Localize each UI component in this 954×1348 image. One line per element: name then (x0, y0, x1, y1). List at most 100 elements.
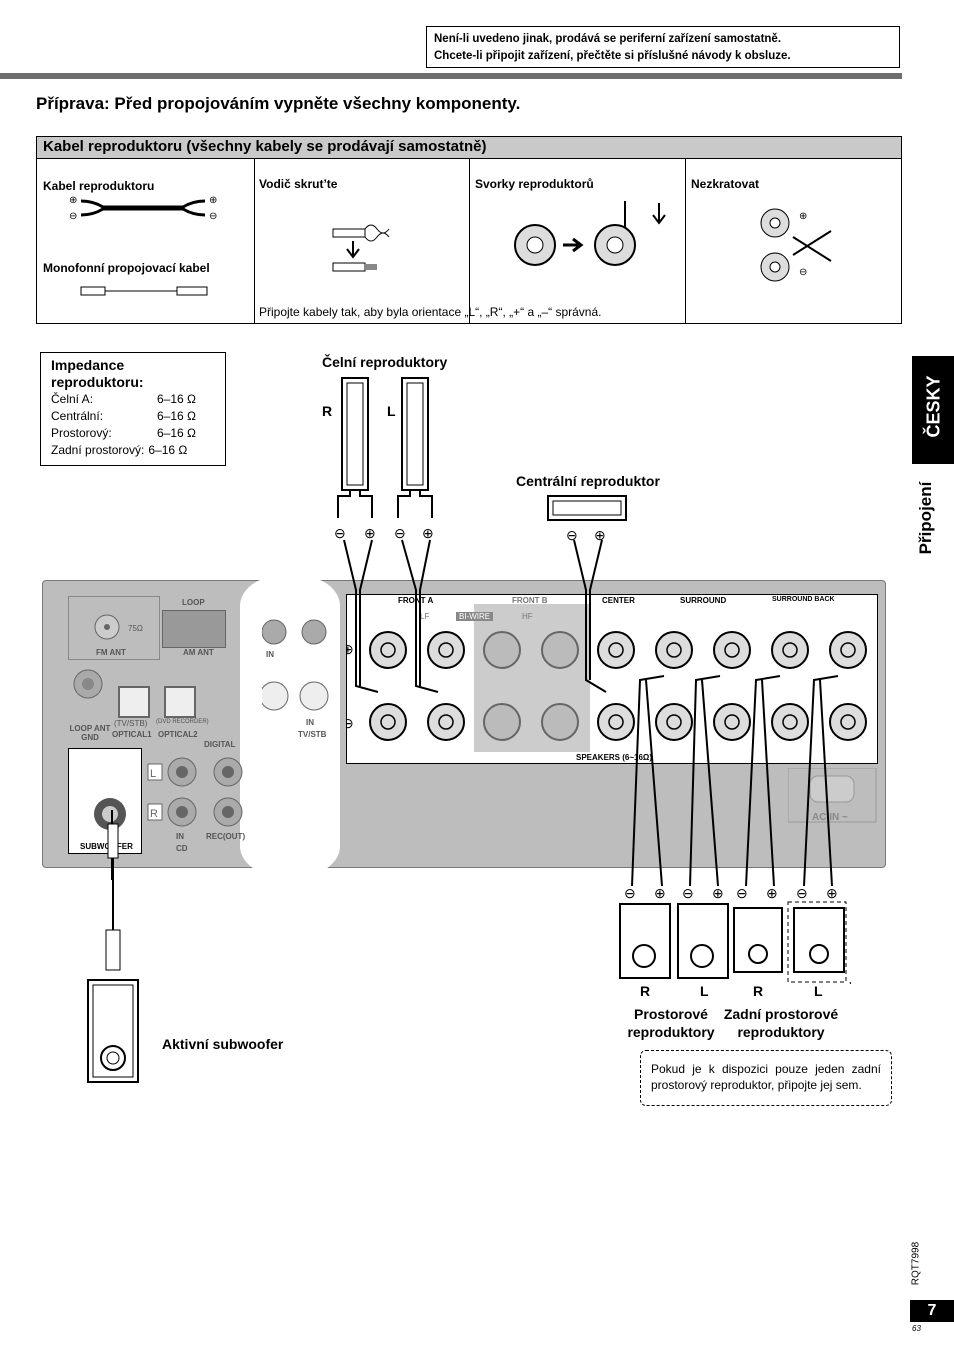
impedance-title-line2: reproduktoru: (51, 374, 144, 390)
top-note: Není-li uvedeno jinak, prodává se perife… (426, 26, 900, 68)
fm-connector-icon (94, 614, 120, 640)
svg-text:⊖: ⊖ (682, 885, 694, 901)
cd-in-label: IN (176, 832, 184, 841)
rear-speakers-label-1: Zadní prostorové (723, 1006, 839, 1022)
fm-ant-block (68, 596, 160, 660)
svg-text:⊖: ⊖ (334, 525, 346, 541)
rec-out-label: REC(OUT) (206, 832, 246, 841)
svg-text:⊕: ⊕ (69, 195, 77, 206)
front-speakers-illustration: ⊖⊕ ⊖⊕ (334, 377, 434, 541)
active-subwoofer-illustration (87, 979, 139, 1083)
ac-inlet-icon (788, 768, 877, 823)
svg-text:⊖: ⊖ (799, 267, 807, 278)
impedance-row: Centrální: 6–16 Ω (51, 408, 215, 425)
page-heading: Příprava: Před propojováním vypněte všec… (36, 94, 521, 113)
column-divider (254, 159, 255, 323)
svg-text:⊖: ⊖ (346, 715, 354, 731)
surround-speakers-label-2: reproduktory (627, 1024, 715, 1040)
impedance-value: 6–16 Ω (157, 392, 196, 406)
header-rule (0, 73, 902, 79)
mono-cable-label: Monofonní propojovací kabel (43, 261, 210, 275)
ac-in-label: AC IN ~ (812, 812, 848, 823)
surround-terminal-label: SURROUND (680, 596, 727, 605)
surround-r-label: R (640, 983, 651, 999)
svideo-jacks-icon (262, 681, 329, 711)
svg-text:⊕: ⊕ (766, 885, 778, 901)
subwoofer-out-label: SUBWOOFER (80, 842, 133, 851)
center-terminal-label: CENTER (602, 596, 635, 605)
twist-illustration (332, 224, 390, 272)
doc-code-label: RQT7998 (910, 1241, 922, 1286)
am-ant-label: AM ANT (183, 648, 214, 657)
impedance-row: Zadní prostorový:6–16 Ω (51, 442, 215, 459)
impedance-key: Centrální: (51, 409, 104, 423)
loop-ant-gnd-label: LOOP ANT GND (69, 724, 111, 742)
rear-r-label: R (753, 983, 764, 999)
svg-text:⊕: ⊕ (712, 885, 724, 901)
svg-text:⊖: ⊖ (796, 885, 808, 901)
bi-wire-label: BI-WIRE (456, 612, 494, 621)
video-jacks-icon (262, 619, 327, 645)
video-in-label: IN (266, 650, 274, 659)
impedance-value: 6–16 Ω (148, 443, 188, 457)
lf-label: LF (420, 612, 430, 621)
svg-text:⊖: ⊖ (736, 885, 748, 901)
language-tab-label: ČESKY (923, 375, 944, 438)
orientation-note: Připojte kabely tak, aby byla orientace … (259, 305, 602, 319)
no-short-illustration: ⊕⊖ (760, 208, 832, 282)
impedance-key: Zadní prostorový: (51, 443, 145, 457)
gnd-terminal-icon (73, 669, 103, 699)
surround-speakers-illustration: ⊖⊕ ⊖⊕ ⊖⊕ ⊖⊕ (619, 885, 852, 984)
center-speaker-label: Centrální reproduktor (516, 473, 660, 489)
impedance-value: 6–16 Ω (157, 409, 196, 423)
optical2-label: OPTICAL2 (158, 730, 198, 739)
terminals-label: Svorky reproduktorů (475, 177, 594, 191)
impedance-key: Prostorový: (51, 426, 112, 440)
svideo-in-label: IN (306, 718, 314, 727)
svg-text:⊕: ⊕ (364, 525, 376, 541)
svg-text:⊕: ⊕ (826, 885, 838, 901)
mono-cable-illustration (80, 286, 208, 296)
subwoofer-cable-illustration (105, 823, 121, 971)
impedance-value: 6–16 Ω (157, 426, 196, 440)
twist-label: Vodič skrut’te (259, 177, 338, 191)
optical1-port (118, 686, 150, 718)
svg-text:⊕: ⊕ (209, 195, 217, 206)
svg-text:⊖: ⊖ (394, 525, 406, 541)
surround-l-label: L (700, 983, 709, 999)
top-note-line1: Není-li uvedeno jinak, prodává se perife… (434, 33, 782, 45)
small-page-number: 63 (912, 1324, 921, 1333)
speakers-impedance-label: SPEAKERS (6~16Ω) (576, 753, 652, 762)
svg-text:⊖: ⊖ (624, 885, 636, 901)
top-note-line2: Chcete-li připojit zařízení, přečtěte si… (434, 50, 791, 62)
svg-text:R: R (150, 808, 158, 820)
dvd-recorder-label: (DVD RECORDER) (156, 719, 209, 725)
doc-code: RQT7998 (900, 1240, 940, 1290)
impedance-box: Impedance reproduktoru: Čelní A:6–16 Ω C… (40, 352, 226, 466)
single-rear-speaker-note: Pokud je k dispozici pouze jeden zadní p… (640, 1050, 892, 1106)
tvstb-label: (TV/STB) (114, 719, 148, 728)
svg-text:⊖: ⊖ (566, 527, 578, 543)
tv-stb-label: TV/STB (298, 730, 327, 739)
speaker-cable-label: Kabel reproduktoru (43, 179, 155, 193)
column-divider (685, 159, 686, 323)
cable-section: Kabel reproduktoru (všechny kabely se pr… (36, 136, 902, 324)
svg-text:⊖: ⊖ (69, 211, 77, 222)
impedance-row: Čelní A:6–16 Ω (51, 391, 215, 408)
center-speaker-illustration: ⊖⊕ (547, 495, 627, 543)
speaker-cable-illustration: ⊕ ⊖ ⊕ ⊖ (69, 195, 217, 222)
svg-text:⊖: ⊖ (209, 211, 217, 222)
front-b-label: FRONT B (512, 596, 548, 605)
page-number: 7 (910, 1300, 954, 1322)
svg-text:L: L (150, 768, 156, 780)
terminal-illustration (514, 201, 666, 266)
fm-ant-label: FM ANT (96, 648, 126, 657)
speaker-wires (111, 539, 839, 887)
cd-label: CD (176, 844, 188, 853)
loop-label: LOOP (182, 598, 205, 607)
cd-jacks-icon: L R (147, 757, 243, 827)
hf-label: HF (522, 612, 533, 621)
impedance-title-line1: Impedance (51, 357, 125, 373)
active-subwoofer-label: Aktivní subwoofer (162, 1036, 284, 1052)
front-r-label: R (322, 403, 333, 419)
